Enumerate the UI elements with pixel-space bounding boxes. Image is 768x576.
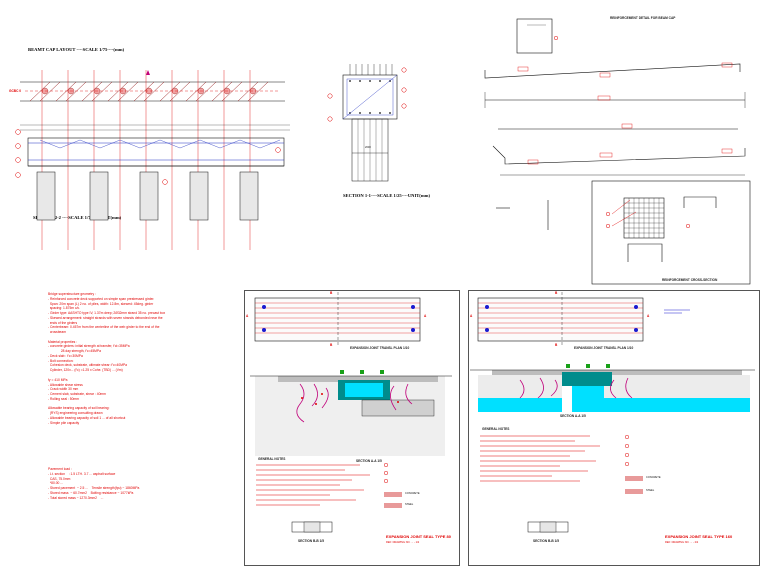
expansion-joint-panel-1 [244, 290, 460, 566]
panel-1-b-marker-bottom: B [330, 343, 333, 347]
panel-1-legend-steel: STEEL [405, 503, 414, 506]
rebar-detail-header: REINFORCEMENT DETAIL FOR BEAM CAP [610, 16, 676, 20]
panel-2-a-marker-right: A [647, 314, 650, 318]
panel-1-title-block: EXPANSION JOINT SEAL TYPE 80 [386, 534, 451, 539]
general-notes: Bridge superstructure geometry : - Reinf… [48, 292, 166, 425]
rebar-details [484, 18, 751, 285]
panel-2-a-marker: A [470, 314, 473, 318]
cross-section-caption: REINFORCEMENT CROSS-SECTION [662, 278, 718, 282]
panel-1-a-marker: A [246, 314, 249, 318]
section-1-1 [327, 64, 407, 182]
section-1-1-title: SECTION 1-1----SCALE 1/25----UNIT(mm) [343, 193, 431, 198]
pavement-notes: Pavement load : - Lt. section : 1.5 LTH.… [48, 467, 140, 500]
panel-2-title-sub: REF: DRAWING NO. ... - 2/2 [665, 541, 699, 544]
panel-2-legend-steel: STEEL [646, 489, 655, 492]
panel-2-legend-concrete: CONCRETE [646, 476, 661, 479]
panel-1-title-sub: REF: DRAWING NO. ... - 1/2 [386, 541, 420, 544]
panel-1-legend-concrete: CONCRETE [405, 492, 420, 495]
section-1-1-dim: 2000 [365, 146, 371, 149]
panel-2-notes-header: GENERAL NOTES [482, 427, 510, 431]
panel-2-section-bb-title: SECTION B-B 1/5 [533, 539, 560, 543]
expansion-joint-panel-2 [468, 290, 760, 566]
panel-1-section-bb-title: SECTION B-B 1/5 [298, 539, 325, 543]
panel-1-a-marker-right: A [424, 314, 427, 318]
panel-2-section-aa-title: SECTION A-A 1/5 [560, 414, 586, 418]
panel-2-title-block: EXPANSION JOINT SEAL TYPE 160 [665, 534, 733, 539]
section-2-2 [20, 124, 290, 221]
panel-1-b-marker: B [330, 291, 333, 295]
panel-1-section-aa-title: SECTION A-A 1/5 [356, 459, 382, 463]
grid-label: GCBC 0 [9, 89, 22, 93]
section-2-2-title: SECTION 2-2 ----SCALE 1/75----UNIT(mm) [33, 215, 122, 220]
panel-2-plan-title: EXPANSION JOINT TRANSL PLAN 1/10 [574, 346, 634, 350]
panel-1-notes-header: GENERAL NOTES [258, 457, 286, 461]
beam-cap-layout-title: BEAMT CAP LAYOUT ----SCALE 1/75----(mm) [28, 47, 125, 52]
panel-1-plan-title: EXPANSION JOINT TRANSL PLAN 1/10 [350, 346, 410, 350]
panel-2-b-marker: B [555, 291, 558, 295]
panel-2-b-marker-bottom: B [555, 343, 558, 347]
